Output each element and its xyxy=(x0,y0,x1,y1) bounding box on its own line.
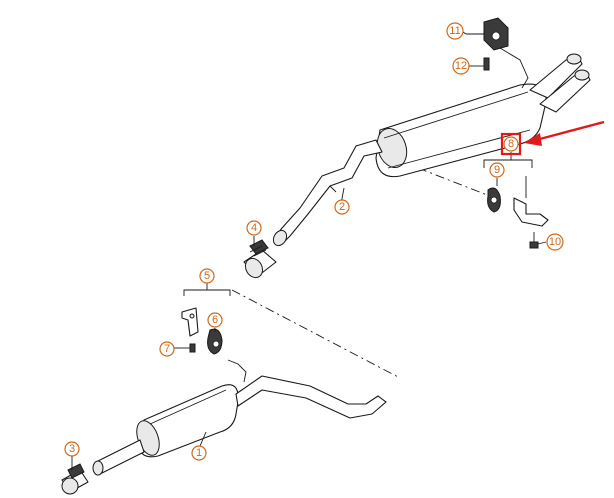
callout-5-text: 5 xyxy=(204,270,210,282)
rear-muffler xyxy=(375,47,591,178)
intermediate-pipe xyxy=(272,139,383,247)
callout-10-text: 10 xyxy=(549,236,561,248)
callout-11: 11 xyxy=(446,22,464,40)
leader-lines xyxy=(71,31,547,470)
callout-8-highlight-box xyxy=(500,132,522,156)
front-bracket-group xyxy=(178,286,231,355)
callout-3-text: 3 xyxy=(69,443,75,455)
callout-6-text: 6 xyxy=(212,314,218,326)
callout-12-text: 12 xyxy=(455,60,467,72)
callout-7: 7 xyxy=(159,341,175,357)
callout-5: 5 xyxy=(199,268,215,284)
callout-3: 3 xyxy=(64,441,80,457)
callout-11-text: 11 xyxy=(449,25,460,37)
top-hanger-group xyxy=(466,17,509,71)
callout-10: 10 xyxy=(546,233,564,251)
clamp-upper xyxy=(243,239,277,279)
callout-1-text: 1 xyxy=(196,447,202,459)
pipe-connection-line xyxy=(231,289,401,379)
callout-1: 1 xyxy=(191,445,207,461)
callout-4-text: 4 xyxy=(251,222,257,234)
callout-4: 4 xyxy=(246,220,262,236)
pipe-connection-line-rear xyxy=(417,167,501,201)
highlight-arrow-icon xyxy=(524,120,605,146)
callout-2-text: 2 xyxy=(339,201,345,213)
front-muffler xyxy=(92,359,387,476)
callout-8: 8 xyxy=(500,132,522,156)
rear-bracket-group xyxy=(483,154,549,249)
callout-9-text: 9 xyxy=(494,164,500,176)
callout-12: 12 xyxy=(452,57,470,75)
clamp-front xyxy=(61,463,89,495)
callout-6: 6 xyxy=(207,312,223,328)
callout-9: 9 xyxy=(489,162,505,178)
callout-8-text: 8 xyxy=(508,138,514,150)
callout-2: 2 xyxy=(334,199,350,215)
callout-7-text: 7 xyxy=(164,343,170,355)
